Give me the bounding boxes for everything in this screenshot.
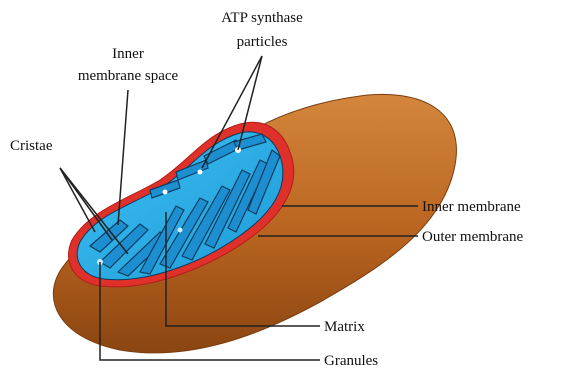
leader-cristae-1 <box>60 168 95 232</box>
label-inner-space-line1: Inner <box>112 46 144 62</box>
label-cristae: Cristae <box>10 138 53 154</box>
label-atp-line1: ATP synthase <box>221 10 303 26</box>
label-granules: Granules <box>324 353 378 369</box>
label-atp-line2: particles <box>237 34 288 50</box>
label-matrix: Matrix <box>324 319 365 335</box>
label-inner-membrane: Inner membrane <box>422 199 521 215</box>
label-inner-space-line2: membrane space <box>78 68 179 84</box>
label-outer-membrane: Outer membrane <box>422 229 524 245</box>
